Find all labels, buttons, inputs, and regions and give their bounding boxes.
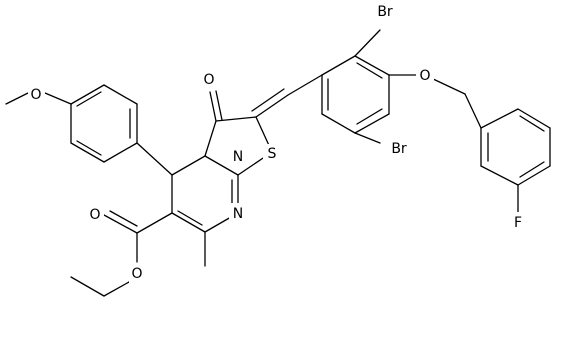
- s-ring-label-bg: [263, 144, 281, 162]
- br-top-label-bg: [371, 0, 399, 20]
- o-ester-carbonyl-label: O: [89, 207, 100, 223]
- o-ester-carbonyl-label-bg: [87, 204, 104, 224]
- n-ring-label-bg: [229, 147, 247, 165]
- bonds: [5, 29, 551, 297]
- n-imine-label-bg: [229, 203, 247, 221]
- n-ring-label: N: [233, 149, 243, 165]
- atom-labels: Br Br O O O N S N F O O: [28, 0, 526, 283]
- br-bottom-label: Br: [391, 141, 407, 157]
- br-bottom-label-bg: [385, 137, 413, 157]
- br-top-label: Br: [377, 4, 393, 20]
- f-label-bg: [510, 212, 526, 232]
- o-ester-label: O: [131, 266, 142, 282]
- n-imine-label: N: [233, 206, 243, 222]
- o-ether-label: O: [419, 68, 430, 84]
- s-ring-label: S: [268, 146, 277, 162]
- o-ketone-label: O: [203, 72, 214, 88]
- o-ketone-label-bg: [200, 69, 218, 89]
- o-methoxy-label: O: [30, 87, 41, 103]
- o-ester-label-bg: [129, 263, 146, 283]
- o-ether-label-bg: [416, 65, 434, 85]
- o-methoxy-label-bg: [28, 84, 45, 104]
- f-label: F: [514, 215, 522, 231]
